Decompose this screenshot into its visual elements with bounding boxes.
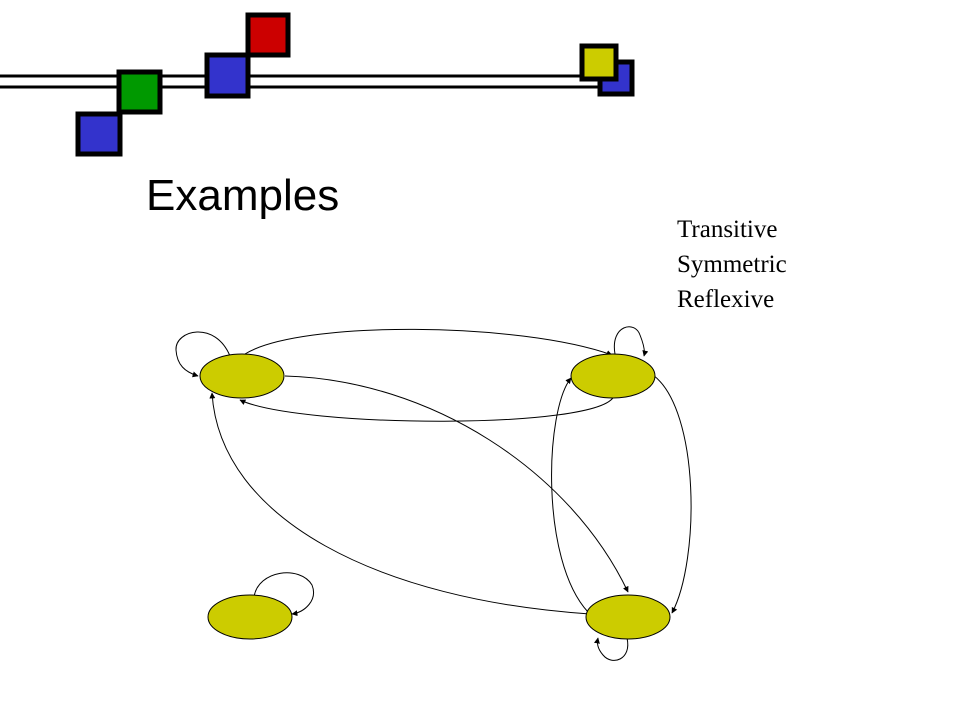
edge-a-self-loop	[175, 331, 231, 378]
property-transitive: Transitive	[677, 216, 778, 243]
edge-c-to-a	[209, 392, 591, 615]
edge-b-to-c	[652, 374, 692, 614]
edge-a-to-b	[244, 328, 613, 357]
edge-b-self-loop	[613, 326, 649, 357]
blue-square-middle	[204, 52, 251, 99]
property-symmetric: Symmetric	[677, 251, 787, 278]
yellow-square	[579, 43, 619, 82]
edge-d-self-loop	[253, 572, 314, 617]
edge-a-to-c	[284, 375, 629, 593]
edge-c-self-loop	[594, 637, 629, 661]
red-square	[245, 12, 291, 58]
green-square	[116, 69, 163, 115]
blue-square-bottom-left	[75, 111, 123, 157]
node-b	[570, 353, 656, 399]
edge-b-to-a	[239, 395, 615, 422]
node-a	[199, 353, 285, 399]
property-list: Transitive Symmetric Reflexive	[677, 212, 787, 317]
property-reflexive: Reflexive	[677, 286, 775, 313]
node-d	[207, 594, 293, 640]
slide-title: Examples	[146, 171, 340, 220]
node-c	[585, 594, 671, 640]
header-decoration	[0, 12, 635, 157]
edge-c-to-b	[551, 377, 589, 613]
